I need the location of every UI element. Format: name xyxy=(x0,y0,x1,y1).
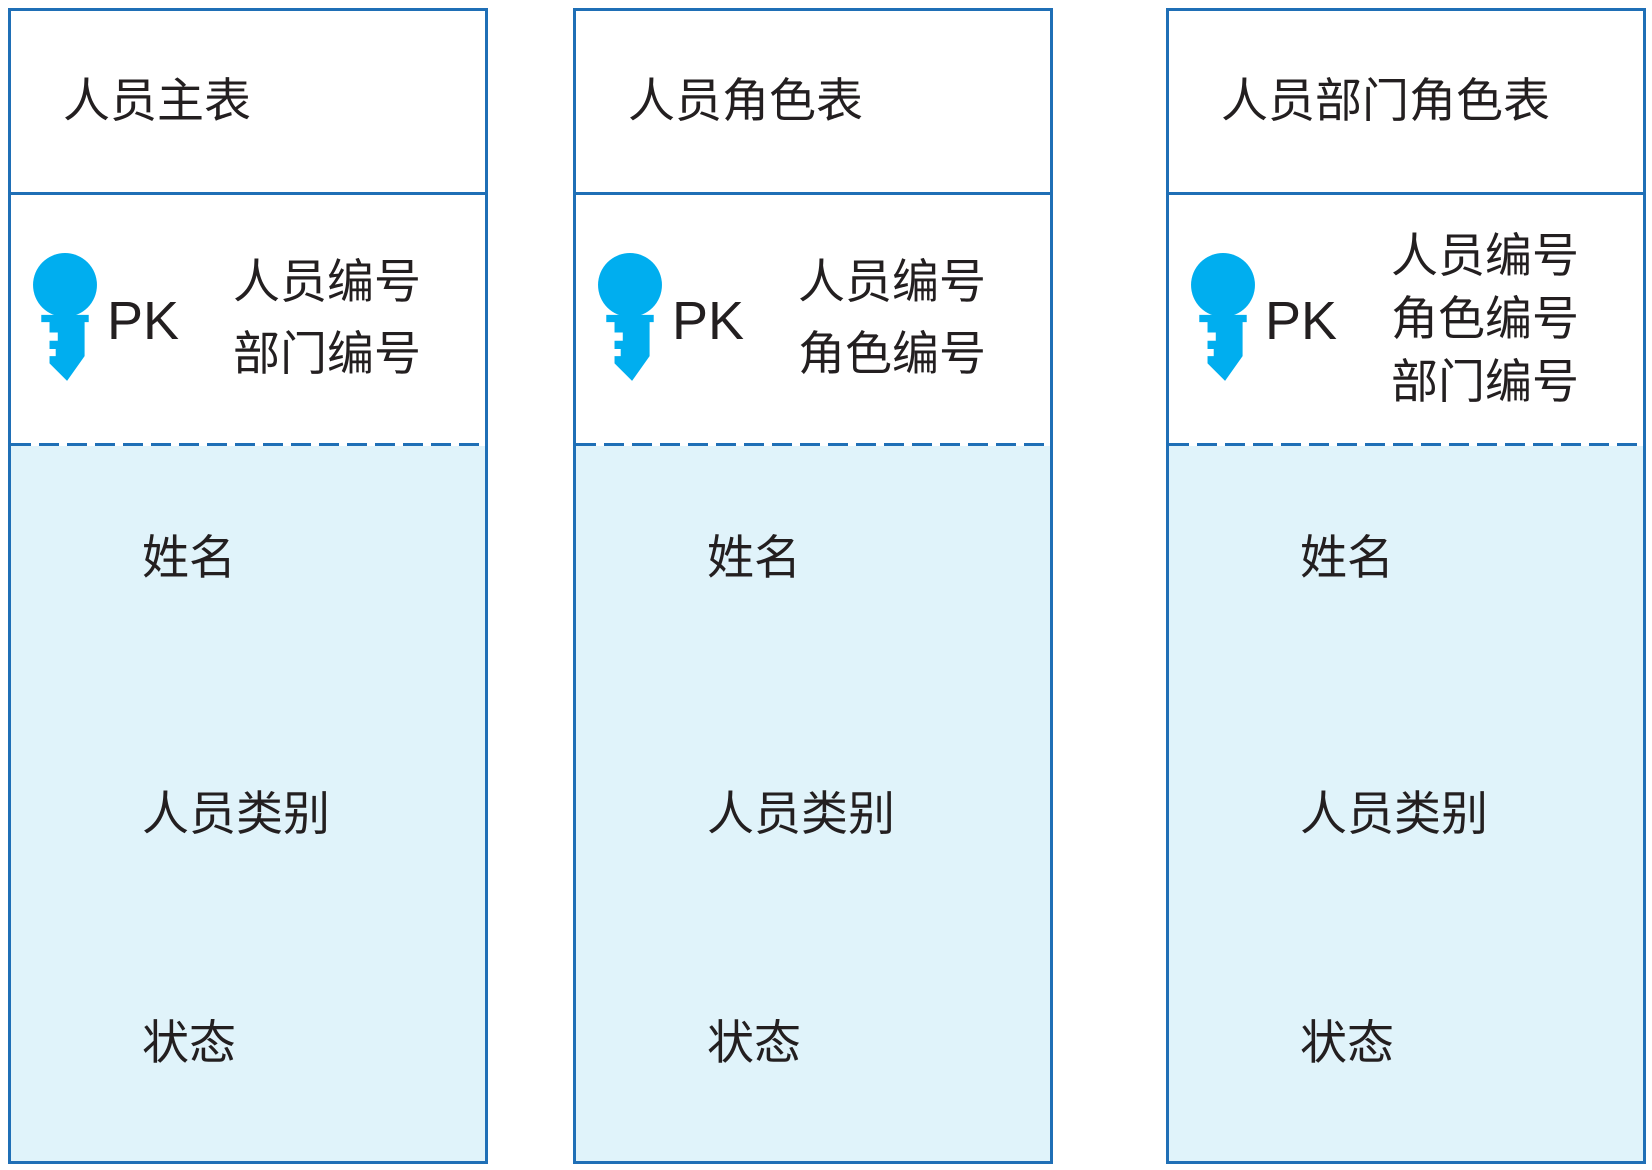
pk-field: 人员编号 xyxy=(798,255,986,310)
attribute-field: 姓名 xyxy=(142,531,236,586)
attribute-field: 人员类别 xyxy=(1300,787,1488,842)
primary-key-section: PK 人员编号 部门编号 xyxy=(11,195,485,443)
primary-key-section: PK 人员编号 角色编号 xyxy=(576,195,1050,443)
pk-field-list: 人员编号 角色编号 部门编号 xyxy=(1391,195,1579,443)
attribute-section: 姓名 人员类别 状态 xyxy=(1169,446,1643,1161)
table-personnel-department-role: 人员部门角色表 PK 人员编号 角色编号 部门编号 姓名 人员类别 状态 xyxy=(1166,8,1646,1164)
attribute-field: 状态 xyxy=(1300,1016,1394,1071)
table-header: 人员主表 xyxy=(11,11,485,195)
pk-label: PK xyxy=(107,291,180,351)
pk-field: 角色编号 xyxy=(798,327,986,382)
table-personnel-role: 人员角色表 PK 人员编号 角色编号 姓名 人员类别 状态 xyxy=(573,8,1053,1164)
attribute-section: 姓名 人员类别 状态 xyxy=(576,446,1050,1161)
attribute-field: 人员类别 xyxy=(707,787,895,842)
table-header: 人员部门角色表 xyxy=(1169,11,1643,195)
pk-field-list: 人员编号 部门编号 xyxy=(233,195,421,443)
dashed-separator xyxy=(576,443,1050,446)
attribute-field: 人员类别 xyxy=(142,787,330,842)
table-personnel-main: 人员主表 PK 人员编号 部门编号 姓名 人员类别 状态 xyxy=(8,8,488,1164)
attribute-field: 姓名 xyxy=(707,531,801,586)
pk-field: 部门编号 xyxy=(1391,354,1579,410)
attribute-section: 姓名 人员类别 状态 xyxy=(11,446,485,1161)
pk-field: 人员编号 xyxy=(233,255,421,310)
pk-field: 角色编号 xyxy=(1391,291,1579,347)
table-title: 人员角色表 xyxy=(628,73,863,129)
key-icon xyxy=(32,253,98,383)
key-icon xyxy=(1190,253,1256,383)
primary-key-section: PK 人员编号 角色编号 部门编号 xyxy=(1169,195,1643,443)
dashed-separator xyxy=(1169,443,1643,446)
table-header: 人员角色表 xyxy=(576,11,1050,195)
pk-field: 人员编号 xyxy=(1391,228,1579,284)
attribute-field: 姓名 xyxy=(1300,531,1394,586)
pk-label: PK xyxy=(1265,291,1338,351)
pk-field-list: 人员编号 角色编号 xyxy=(798,195,986,443)
attribute-field: 状态 xyxy=(707,1016,801,1071)
pk-field: 部门编号 xyxy=(233,327,421,382)
dashed-separator xyxy=(11,443,485,446)
table-title: 人员部门角色表 xyxy=(1221,73,1550,129)
pk-label: PK xyxy=(672,291,745,351)
attribute-field: 状态 xyxy=(142,1016,236,1071)
key-icon xyxy=(597,253,663,383)
table-title: 人员主表 xyxy=(63,73,251,129)
